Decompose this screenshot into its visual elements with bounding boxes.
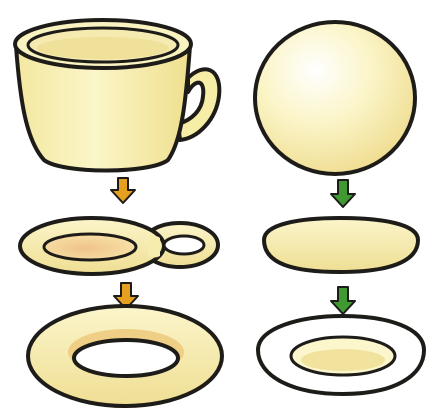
torus-icon (28, 306, 222, 406)
sphere-shape (255, 22, 415, 174)
plate-well-shade (301, 349, 385, 371)
down-arrow-green-1 (331, 180, 355, 207)
plate-icon (258, 316, 424, 394)
cup-inner-shadow (37, 37, 169, 59)
flattened-connector (148, 236, 160, 258)
down-arrow-green-2 (331, 287, 355, 314)
flattened-cup-icon (20, 218, 218, 274)
flattened-handle-hole (164, 236, 204, 254)
flattened-depression (44, 234, 136, 260)
sphere-icon (255, 22, 415, 174)
torus-hole (74, 340, 178, 376)
down-arrow-orange-1 (111, 178, 135, 203)
cup-icon (15, 20, 219, 171)
flattened-sphere-icon (264, 218, 418, 272)
flattened-sphere-shape (264, 218, 418, 272)
